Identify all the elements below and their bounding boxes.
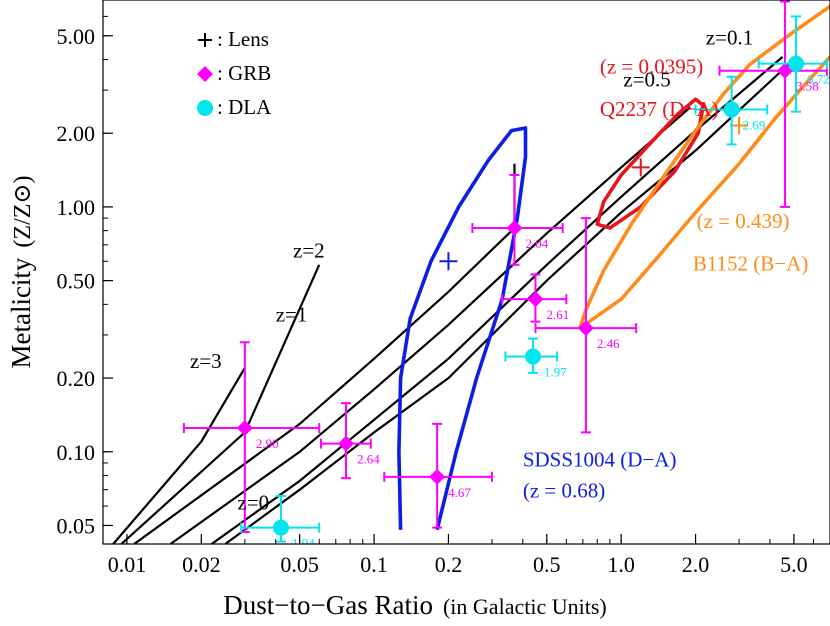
y-tick-label: 0.05 [57,513,96,538]
legend-entry-0: : Lens [198,27,269,51]
lens-contours-layer [397,4,830,531]
legend-label: : DLA [217,95,272,119]
x-tick-label: 0.01 [108,552,147,577]
grb-point-6: 3.58 [718,0,828,208]
data-points-layer: 2.90 2.64 4.67 2.04 2.61 2.46 3.58 1.94 1.97 2.69… [182,0,830,551]
contour-q2237 [595,97,706,230]
annotation-b1152-z: (z = 0.439) [697,209,790,233]
x-tick-label: 0.1 [360,552,388,577]
annotation-sdss1004-name: SDSS1004 (D−A) [523,448,677,472]
dla-point-1: 1.97 [504,337,567,379]
contour-sdss1004 [397,126,528,531]
dla-point-label: 1.94 [292,536,315,551]
grb-point-label: 2.61 [546,307,569,322]
legend-label: : GRB [217,61,271,85]
grb-point-4: 2.61 [501,273,569,323]
y-tick-label: 0.20 [57,366,96,391]
grb-point-3: 2.04 [471,174,564,266]
y-tick-label: 0.10 [57,440,96,465]
contour-b1152 [578,4,830,329]
y-tick-label: 0.50 [57,269,96,294]
annotation-z1: z=1 [276,303,308,327]
dla-point-0: 1.94 [240,494,321,551]
dla-point-label: 1.97 [544,364,567,379]
grb-point-label: 2.04 [525,236,548,251]
x-tick-label: 0.02 [182,552,221,577]
x-tick-label: 1.0 [607,552,635,577]
annotation-b1152-name: B1152 (B−A) [693,251,808,275]
grb-point-label: 4.67 [448,485,471,500]
grb-point-label: 2.64 [357,452,380,467]
dla-point-3: 0.72 [757,15,830,113]
x-tick-label: 5.0 [780,552,808,577]
legend: : Lens : GRB : DLA [197,27,272,119]
legend-entry-2: : DLA [197,95,272,119]
grb-point-label: 2.46 [597,336,620,351]
grb-point-label: 2.90 [256,436,279,451]
redshift-curves-layer [112,56,795,544]
grb-point-1: 2.64 [320,402,380,480]
y-tick-label: 5.00 [57,24,96,49]
legend-label: : Lens [217,27,269,51]
y-axis-title: Metalicity(Z/Z⊙) [6,175,36,368]
redshift-curve-z-3 [112,367,246,544]
lens-marker-b1152 [730,116,749,135]
annotation-q2237-name: Q2237 (D−A) [600,97,719,121]
y-tick-label: 2.00 [57,121,96,146]
grb-point-5: 2.46 [534,217,638,434]
dla-point-2: 2.69 [694,75,769,146]
annotation-z2: z=2 [293,239,325,263]
annotation-z05: z=0.5 [623,68,670,92]
grb-point-label: 3.58 [796,79,819,94]
lens-marker-q2237 [631,158,650,177]
plot-frame [102,0,830,545]
dla-point-label: 2.69 [743,117,766,132]
dla-point-label: 0.72 [807,72,830,87]
x-tick-label: 0.05 [280,552,319,577]
grb-point-2: 4.67 [383,422,493,529]
x-tick-label: 2.0 [682,552,710,577]
lens-marker-sdss1004 [439,252,458,271]
annotation-z0: z=0 [237,491,269,515]
contour-b1152-lower [578,55,830,330]
axes-layer: 0.01 0.02 0.05 0.1 0.2 0.5 1.0 2.0 5.0 0.05 0.10 0.… [57,0,830,577]
annotation-z3: z=3 [190,349,222,373]
legend-entry-1: : GRB [197,61,271,85]
redshift-curve-z-0-5 [169,106,691,544]
x-axis-title: Dust−to−Gas Ratio(in Galactic Units) [223,590,606,620]
annotation-z01: z=0.1 [706,26,753,50]
x-tick-label: 0.5 [533,552,561,577]
annotation-q2237-z: (z = 0.0395) [600,55,703,79]
annotations-layer: z=0 z=0.1 z=0.5 z=1 z=2 z=3 (z = 0.0395) Q2237 … [190,26,808,515]
y-tick-label: 1.00 [57,195,96,220]
x-tick-label: 0.2 [435,552,463,577]
grb-point-0: 2.90 [182,341,321,534]
annotation-sdss1004-z: (z = 0.68) [523,479,605,503]
